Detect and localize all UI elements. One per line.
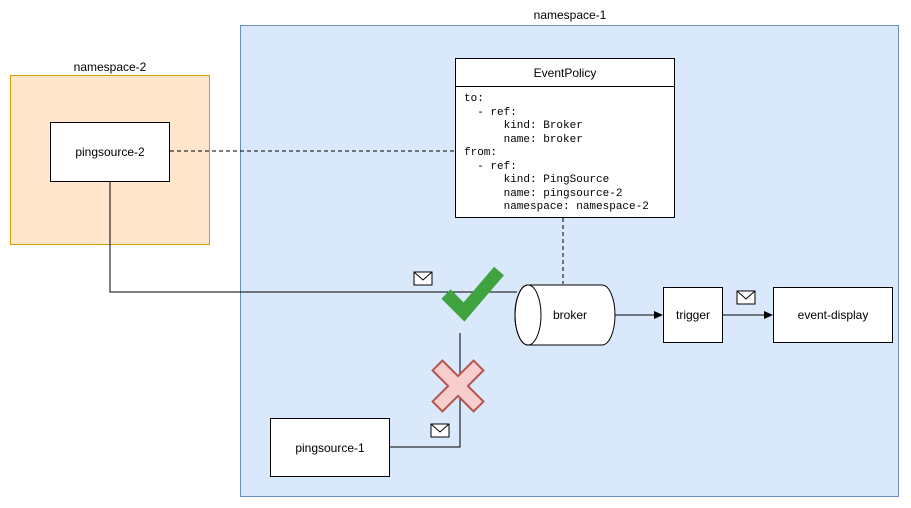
pingsource-1-label: pingsource-1 xyxy=(295,440,365,455)
envelope-icon xyxy=(413,271,433,286)
pingsource-2-label: pingsource-2 xyxy=(75,145,145,159)
namespace-1-label: namespace-1 xyxy=(533,8,607,22)
broker-cylinder-body xyxy=(514,284,616,346)
event-policy-body: to: - ref: kind: Broker name: broker fro… xyxy=(464,93,649,213)
arrowhead-trigger-eventdisplay xyxy=(764,311,773,319)
broker-cylinder-cap xyxy=(514,284,542,346)
event-display-label: event-display xyxy=(797,308,869,322)
envelope-icon xyxy=(736,290,756,305)
envelope-icon xyxy=(430,423,450,438)
event-display-node: event-display xyxy=(773,287,893,343)
check-icon xyxy=(441,266,504,322)
connector-pingsource2-broker xyxy=(109,182,517,293)
broker-cylinder xyxy=(514,284,616,346)
connector-pingsource1-broker xyxy=(390,333,461,448)
trigger-node: trigger xyxy=(663,287,723,343)
event-policy-node: EventPolicy to: - ref: kind: Broker name… xyxy=(455,58,675,218)
event-policy-title: EventPolicy xyxy=(456,59,674,87)
namespace-2-label: namespace-2 xyxy=(73,60,147,74)
arrowhead-broker-trigger xyxy=(654,311,663,319)
trigger-label: trigger xyxy=(675,308,710,322)
pingsource-1-node: pingsource-1 xyxy=(270,418,390,477)
cross-icon xyxy=(431,359,485,413)
pingsource-2-node: pingsource-2 xyxy=(50,122,170,182)
